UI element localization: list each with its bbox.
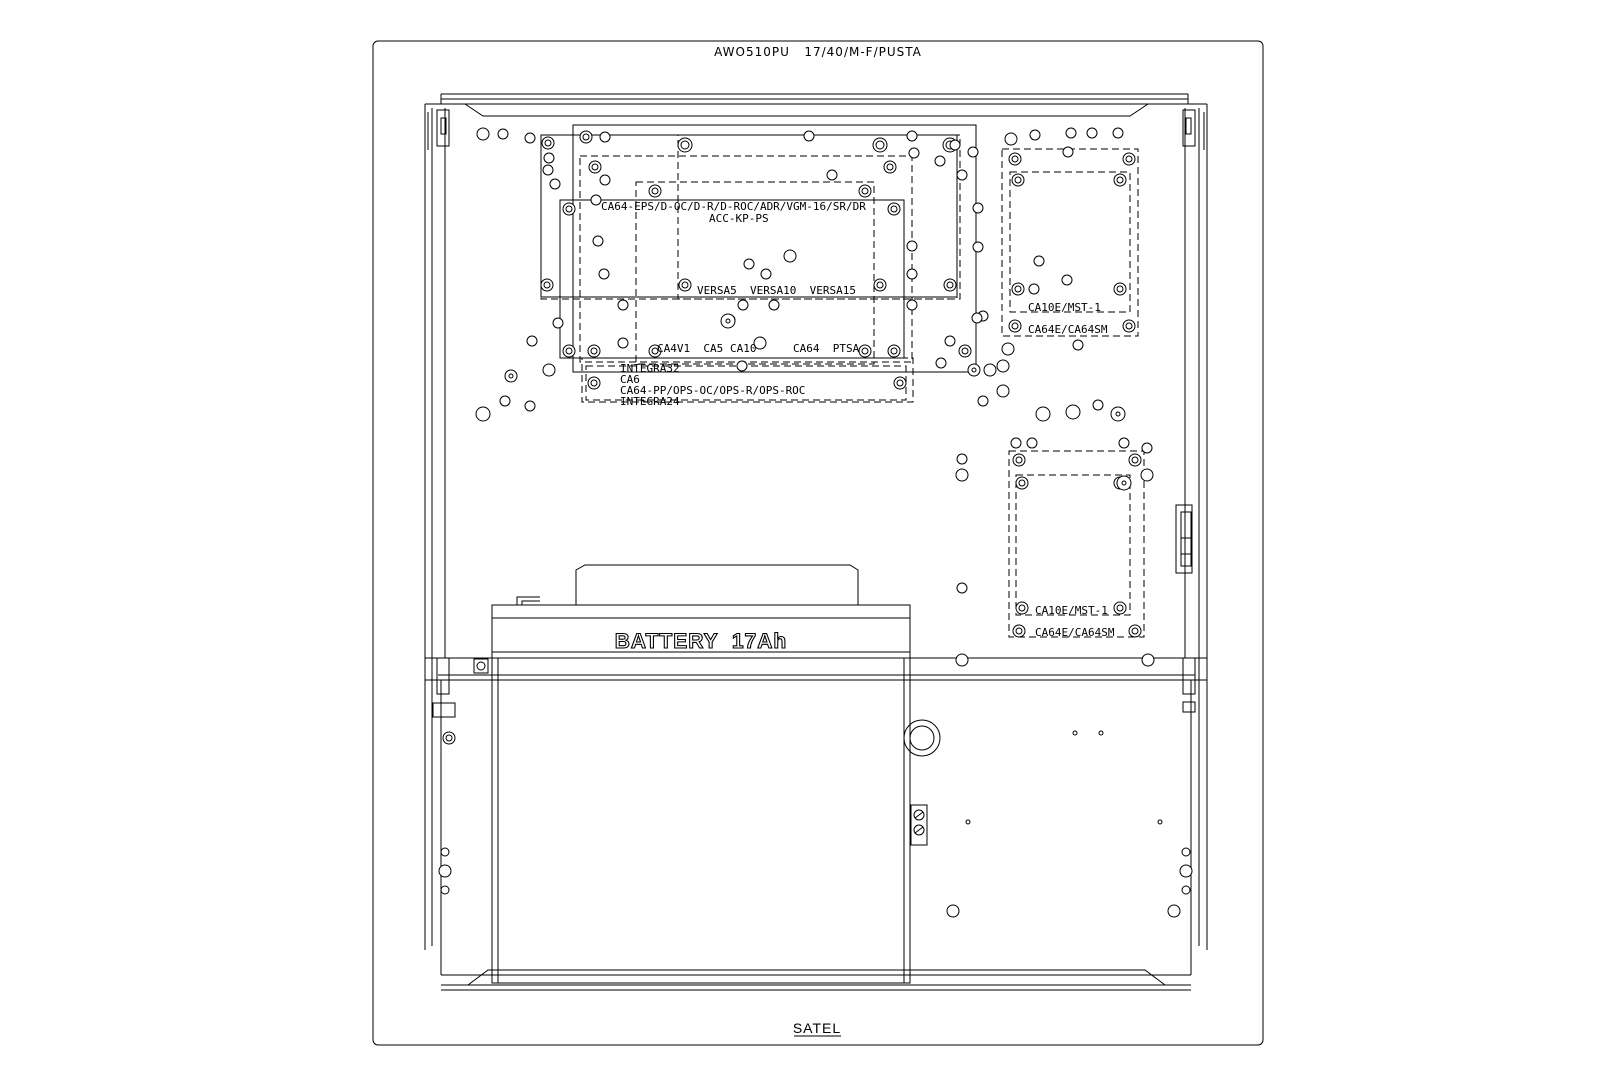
label-integra24: INTEGRA24: [620, 395, 680, 408]
label-ca64-pp: CA64-PP/OPS-OC/OPS-R/OPS-ROC: [620, 384, 805, 397]
earth-terminal: [473, 658, 489, 674]
label-ca10: CA10: [730, 342, 757, 355]
enclosure-body: [424, 93, 1208, 991]
hinge-left-bottom: [432, 657, 456, 745]
label-upper-ca10e: CA10E/MST-1: [1028, 301, 1101, 314]
label-integra32: INTEGRA32: [620, 362, 680, 375]
battery-17ah: BATTERY 17Ah: [491, 564, 911, 984]
tamper-cutout: [903, 719, 941, 757]
label-eps-group: CA64-EPS/D-OC/D-R/D-ROC/ADR/VGM-16/SR/DR: [601, 200, 866, 213]
mounting-holes: [438, 127, 1193, 918]
hinge-right-bottom: [1182, 657, 1196, 713]
label-ca6: CA6: [620, 373, 640, 386]
battery-label: BATTERY 17Ah: [615, 630, 787, 653]
label-ca64-ptsa: CA64 PTSA: [793, 342, 860, 355]
label-lower-ca64e: CA64E/CA64SM: [1035, 626, 1115, 639]
module-label-group: CA64-EPS/D-OC/D-R/D-ROC/ADR/VGM-16/SR/DR…: [601, 200, 1115, 639]
sheet-frame: [372, 40, 1264, 1046]
label-upper-ca64e: CA64E/CA64SM: [1028, 323, 1108, 336]
label-ca4v1: CA4V1 CA5: [657, 342, 723, 355]
label-lower-ca10e: CA10E/MST-1: [1035, 604, 1108, 617]
drawing-title: AWO510PU 17/40/M-F/PUSTA: [714, 45, 922, 59]
label-acc-kp: ACC-KP-PS: [709, 212, 769, 225]
hinge-left-top: [427, 109, 450, 150]
label-versa: VERSA5 VERSA10 VERSA15: [697, 284, 856, 297]
hinge-right-top: [1182, 109, 1205, 150]
brand-label: SATEL: [793, 1020, 841, 1036]
fuse-holder: [910, 804, 928, 846]
door-latch: [1175, 504, 1193, 574]
